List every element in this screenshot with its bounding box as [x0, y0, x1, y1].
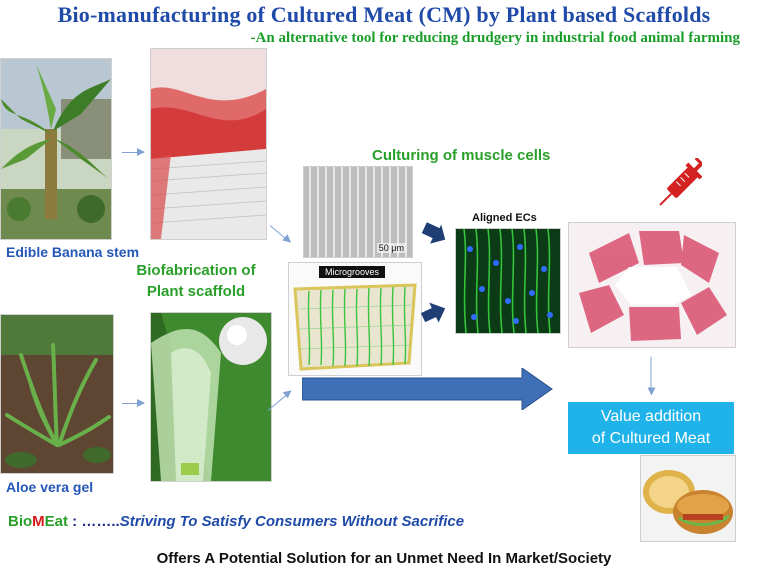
arrow-scaffold-to-cells-icon: [420, 300, 446, 331]
arrow-stem-to-scaffold: [269, 225, 291, 243]
arrow-aloe-to-gel: [122, 399, 145, 407]
value-addition-line1: Value addition: [600, 408, 702, 425]
aligned-cells-fluorescence-photo: [455, 228, 561, 334]
cultured-meat-burger-photo: [640, 455, 736, 542]
aloe-gel-photo: [150, 312, 272, 482]
value-addition-box: Value addition of Cultured Meat: [568, 402, 734, 454]
culturing-label: Culturing of muscle cells: [372, 147, 551, 164]
biomeat-tagline: BioMEat : ……..Striving To Satisfy Consum…: [8, 513, 464, 530]
figure-subtitle: -An alternative tool for reducing drudge…: [250, 30, 740, 46]
scale-bar-label: 50 μm: [376, 243, 406, 253]
banana-stem-scaffold-photo: [150, 48, 267, 240]
arrow-banana-to-stem: [122, 148, 145, 156]
microgroove-scaffold-photo: Microgrooves: [288, 262, 422, 376]
biofabrication-line2: Plant scaffold: [146, 283, 246, 300]
aligned-ecs-label: Aligned ECs: [472, 212, 537, 224]
banana-stem-label: Edible Banana stem: [6, 244, 140, 260]
sem-microgroove-photo: 50 μm: [303, 166, 413, 258]
value-addition-line2: of Cultured Meat: [591, 430, 711, 447]
tagline-m: M: [32, 513, 45, 530]
banana-plant-photo: [0, 58, 112, 240]
tagline-eat: Eat: [44, 513, 69, 530]
tagline-slogan: Striving To Satisfy Consumers Without Sa…: [119, 513, 465, 530]
biofabrication-line1: Biofabrication of: [136, 262, 256, 279]
aloe-vera-gel-label: Aloe vera gel: [6, 479, 94, 495]
microgrooves-tag: Microgrooves: [319, 266, 386, 278]
cultured-meat-tissue-photo: [568, 222, 736, 348]
figure-title: Bio-manufacturing of Cultured Meat (CM) …: [57, 2, 711, 27]
arrow-tissue-to-value: [650, 356, 652, 395]
biofabrication-label: Biofabrication of Plant scaffold: [116, 262, 276, 300]
aloe-vera-plant-photo: [0, 314, 114, 474]
tagline-bio: Bio: [8, 513, 33, 530]
syringe-icon: [652, 156, 709, 218]
footer-statement: Offers A Potential Solution for an Unmet…: [156, 550, 612, 567]
tagline-dots: : ……..: [68, 513, 120, 530]
big-process-arrow-icon: [301, 367, 554, 415]
arrow-sem-to-cells-icon: [420, 222, 446, 253]
